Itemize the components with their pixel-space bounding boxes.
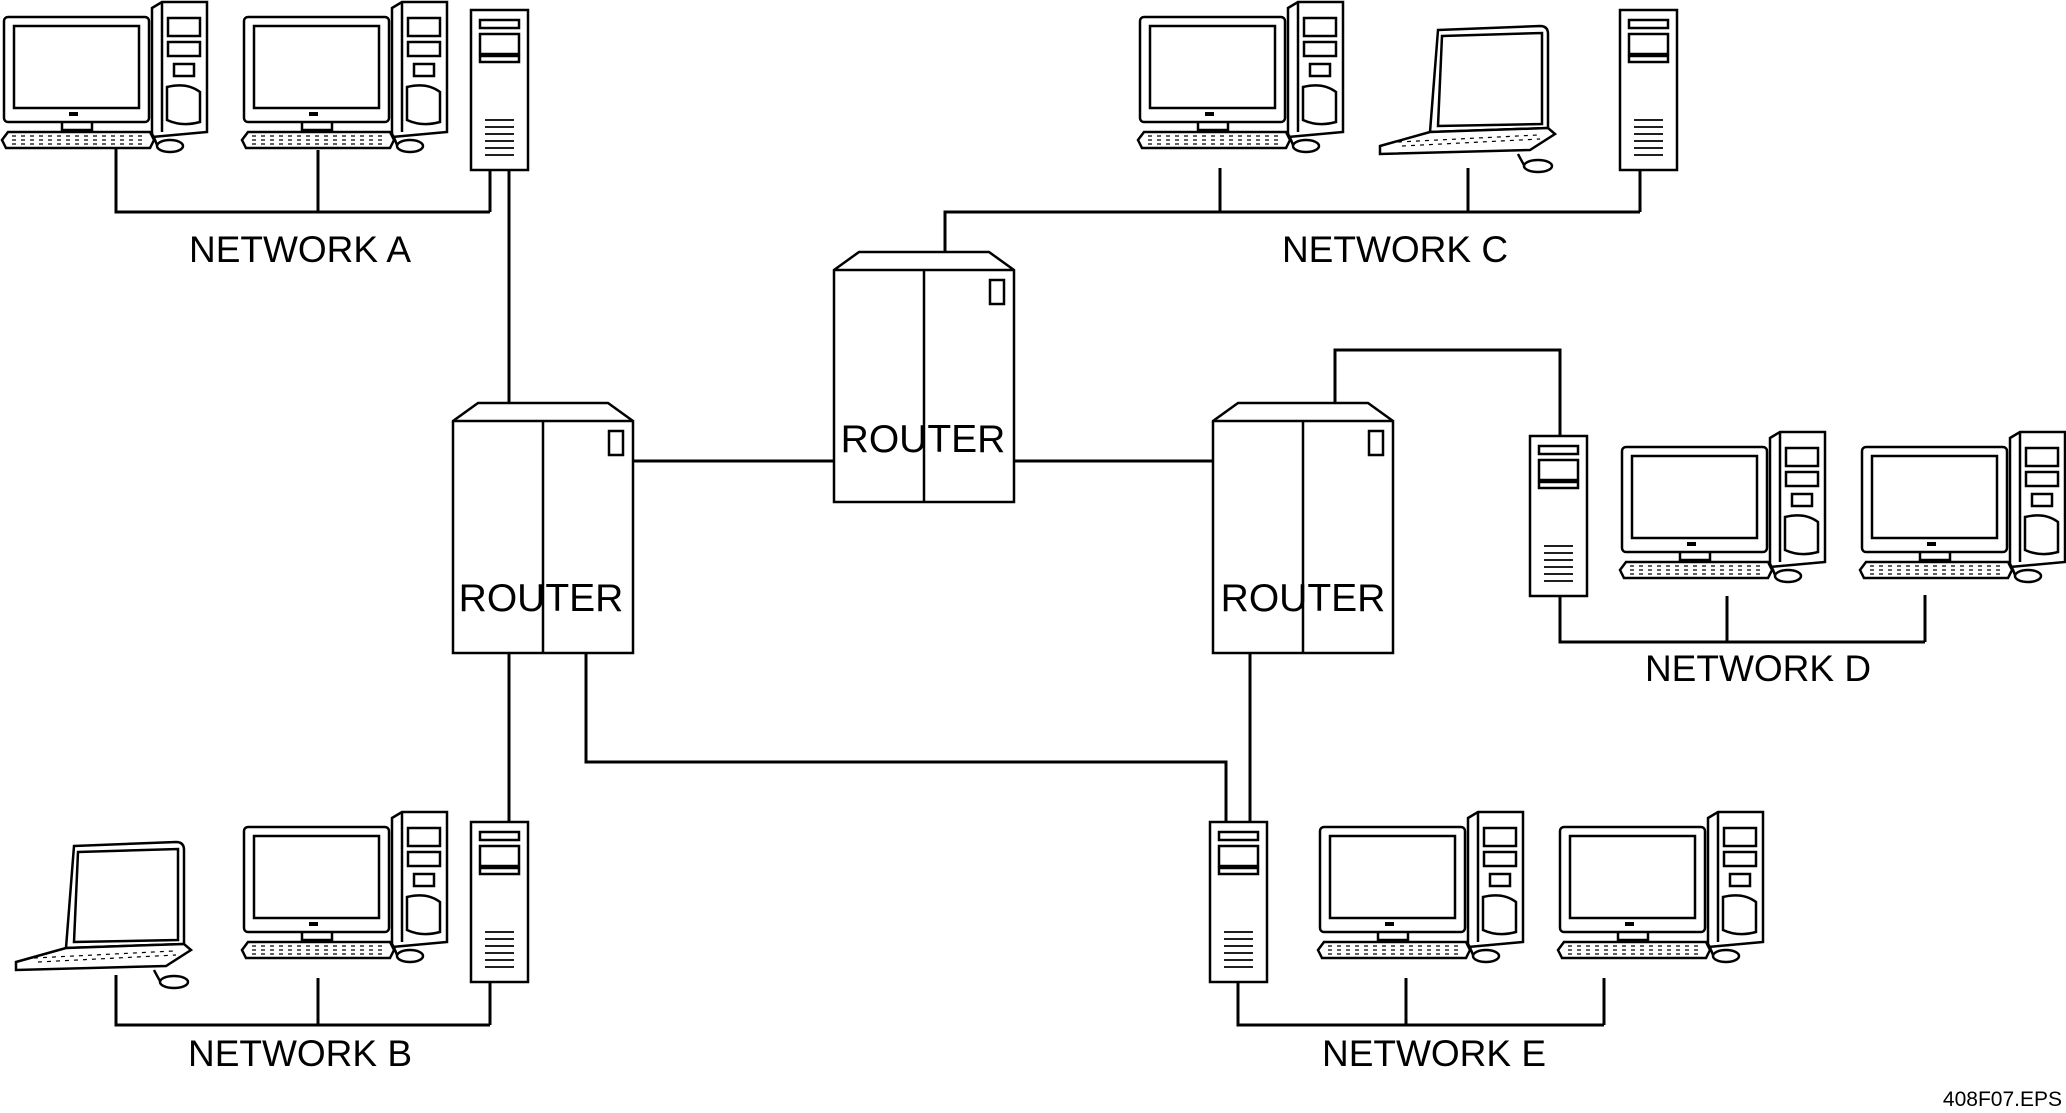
server-icon <box>1528 434 1589 598</box>
network-b-bus <box>114 975 492 1027</box>
router-cabinet-icon <box>832 250 1016 504</box>
network-c-label: NETWORK C <box>1282 229 1508 270</box>
desktop-computer-icon <box>1316 810 1525 964</box>
network-b-label: NETWORK B <box>188 1033 412 1074</box>
connection-lines <box>114 148 1927 1027</box>
desktop-computer-icon <box>1556 810 1765 964</box>
server-icon <box>469 820 530 984</box>
router-left-label: ROUTER <box>459 577 624 620</box>
network-e-label: NETWORK E <box>1322 1033 1546 1074</box>
router-right-label: ROUTER <box>1221 577 1386 620</box>
network-d-label: NETWORK D <box>1645 648 1871 689</box>
link-left-router-to-server-e <box>584 653 1228 822</box>
network-a-bus <box>114 148 492 214</box>
network-d-bus <box>1558 595 1927 644</box>
server-icon <box>469 8 530 172</box>
desktop-computer-icon <box>0 0 209 154</box>
router-right: ROUTER <box>1211 401 1395 655</box>
desktop-computer-icon <box>240 0 449 154</box>
figure-reference: 408F07.EPS <box>1943 1088 2062 1111</box>
network-a: NETWORK A <box>0 0 530 270</box>
laptop-computer-icon <box>1378 24 1557 174</box>
network-a-label: NETWORK A <box>189 229 411 270</box>
desktop-computer-icon <box>240 810 449 964</box>
router-center: ROUTER <box>832 250 1016 504</box>
desktop-computer-icon <box>1618 430 1827 584</box>
network-c-bus <box>943 168 1642 252</box>
laptop-computer-icon <box>14 840 193 990</box>
server-icon <box>1618 8 1679 172</box>
router-center-label: ROUTER <box>841 418 1006 461</box>
server-icon <box>1208 820 1269 984</box>
desktop-computer-icon <box>1136 0 1345 154</box>
link-right-router-to-server-d <box>1333 348 1562 436</box>
network-e-bus <box>1236 978 1606 1027</box>
desktop-computer-icon <box>1858 430 2066 584</box>
network-e: NETWORK E <box>1208 810 1765 1074</box>
network-b: NETWORK B <box>14 810 530 1074</box>
router-left: ROUTER <box>451 401 635 655</box>
network-c: NETWORK C <box>1136 0 1679 270</box>
network-d: NETWORK D <box>1528 430 2066 689</box>
